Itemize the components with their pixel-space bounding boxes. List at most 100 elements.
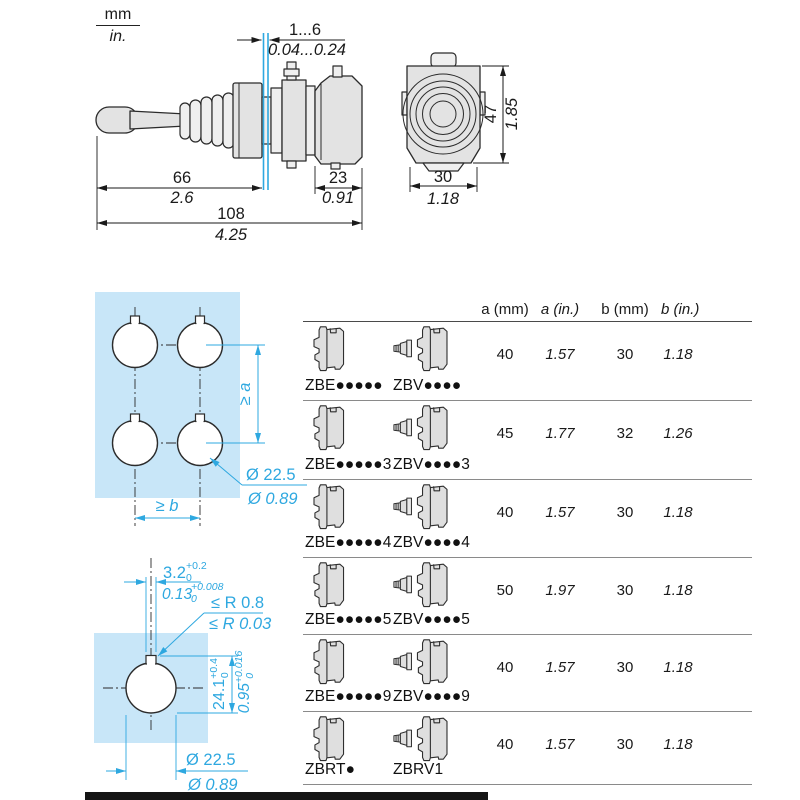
dim-lever-in: 2.6 (170, 189, 195, 207)
dim-pitch-b: ≥ b (156, 497, 179, 515)
zbrt-contact-block-icon (313, 716, 345, 762)
value-a-in: 1.97 (545, 582, 575, 599)
value-a-in: 1.57 (545, 659, 575, 676)
cutout-dimension-lines (135, 344, 307, 521)
dim-block-in: 0.91 (322, 189, 354, 207)
value-a-mm: 40 (496, 346, 514, 363)
part-cell: ZBE●●●●●5 ZBV●●●●5 (303, 558, 479, 634)
row-spacer (695, 322, 752, 400)
part-cell: ZBE●●●●●4 ZBV●●●●4 (303, 480, 479, 557)
dim-block-mm: 23 (329, 169, 347, 187)
row-spacer (695, 712, 752, 784)
value-a-mm: 45 (496, 425, 514, 442)
part-ref-zbe: ZBE●●●●● (305, 377, 383, 394)
row-spacer (695, 635, 752, 711)
value-b-in: 1.26 (663, 425, 693, 442)
zbv-contact-block-icon (393, 484, 448, 530)
dim-hole-dia-mm: Ø 22.5 (246, 466, 296, 484)
table-row: ZBE●●●●●4 ZBV●●●●4 40 1.57 30 1.18 (303, 480, 752, 558)
part-ref-zbv: ZBV●●●●5 (393, 611, 471, 628)
value-a-in: 1.57 (545, 504, 575, 521)
value-a-mm: 40 (496, 736, 514, 753)
dim-hole-dia-in: Ø 0.89 (247, 490, 298, 508)
dim-pitch-a: ≥ a (236, 383, 254, 406)
dim-notch-w-in: 0.13 (162, 586, 193, 603)
units-mm-label: mm (96, 5, 140, 26)
part-cell: ZBE●●●●●9 ZBV●●●●9 (303, 635, 479, 711)
multi-hole-cutout-drawing: ≥ a ≥ b Ø 22.5 Ø 0.89 (95, 292, 307, 526)
row-spacer (695, 401, 752, 479)
dim-notch-w-in-tol-up: +0.008 (191, 581, 224, 593)
value-a-in: 1.57 (545, 346, 575, 363)
part-ref-zbe: ZBE●●●●●5 (305, 611, 392, 628)
zbv-contact-block-icon (393, 639, 448, 685)
value-a-in: 1.57 (545, 736, 575, 753)
value-b-mm: 30 (616, 504, 634, 521)
side-view-dimension-lines (96, 37, 363, 230)
header-a-mm: a (mm) (481, 301, 529, 318)
table-row: ZBE●●●●●5 ZBV●●●●5 50 1.97 30 1.18 (303, 558, 752, 635)
part-cell: ZBE●●●●● ZBV●●●● (303, 322, 479, 400)
dim-notch-w-mm: 3.2 (163, 564, 186, 582)
dim-width-mm: 30 (434, 168, 452, 186)
table-header-row: a (mm) a (in.) b (mm) b (in.) (303, 290, 752, 322)
dim-height-in: 1.85 (503, 97, 521, 130)
value-b-in: 1.18 (663, 582, 693, 599)
front-view-dimension-lines (409, 65, 509, 192)
part-cell: ZBE●●●●●3 ZBV●●●●3 (303, 401, 479, 479)
footer-bar (85, 792, 488, 800)
reference-table: a (mm) a (in.) b (mm) b (in.) ZBE●●●●● Z… (303, 290, 752, 785)
front-view-body (401, 52, 486, 172)
side-view-drawing: 1...6 0.04...0.24 66 2.6 23 0.91 108 4.2… (95, 21, 363, 244)
zbv-contact-block-icon (393, 562, 448, 608)
single-hole-cutout-drawing: 3.2 +0.2 0 0.13 +0.008 0 ≤ R 0.8 ≤ R 0.0… (94, 558, 272, 794)
dim-panel-gap-mm: 1...6 (289, 21, 321, 39)
dim-notch-w-mm-tol-dn: 0 (186, 572, 192, 584)
part-ref-zbrt: ZBRT● (305, 761, 356, 778)
value-b-mm: 30 (616, 346, 634, 363)
value-a-mm: 40 (496, 504, 514, 521)
header-b-in: b (in.) (661, 301, 700, 318)
table-row: ZBE●●●●●3 ZBV●●●●3 45 1.77 32 1.26 (303, 401, 752, 480)
zbe-contact-block-icon (313, 405, 345, 451)
header-b-mm: b (mm) (601, 301, 649, 318)
value-b-in: 1.18 (663, 346, 693, 363)
dim-total-mm: 108 (217, 205, 245, 223)
header-a-in: a (in.) (540, 301, 580, 318)
dim-hole-dia-in: Ø 0.89 (187, 776, 238, 794)
dim-notch-h-mm: 24.1+0.40 (208, 658, 231, 710)
value-b-mm: 30 (616, 736, 634, 753)
units-legend: mm in. (96, 5, 140, 46)
cutout-dimension-lines (106, 577, 263, 780)
dim-lever-mm: 66 (173, 169, 191, 187)
value-b-mm: 30 (616, 582, 634, 599)
cutout-hole (125, 654, 177, 714)
zbe-contact-block-icon (313, 326, 345, 372)
dim-total-in: 4.25 (215, 226, 248, 244)
zbrv-contact-block-icon (393, 716, 448, 762)
part-ref-zbe: ZBE●●●●●3 (305, 456, 392, 473)
zbe-contact-block-icon (313, 639, 345, 685)
units-in-label: in. (109, 28, 127, 45)
dim-radius-in: ≤ R 0.03 (209, 615, 272, 633)
front-view-drawing: 47 1.85 30 1.18 (401, 52, 521, 208)
table-row: ZBE●●●●● ZBV●●●● 40 1.57 30 1.18 (303, 322, 752, 401)
zbe-contact-block-icon (313, 484, 345, 530)
row-spacer (695, 558, 752, 634)
joystick-side-body (95, 82, 272, 159)
value-a-mm: 50 (496, 582, 514, 599)
part-ref-zbrv: ZBRV1 (393, 761, 444, 778)
table-row: ZBE●●●●●9 ZBV●●●●9 40 1.57 30 1.18 (303, 635, 752, 712)
dim-notch-h-in: 0.95+0.0160 (233, 651, 256, 714)
joystick-mounting-and-block (270, 61, 363, 170)
panel-section-lines (262, 33, 269, 190)
value-b-mm: 32 (616, 425, 634, 442)
value-a-in: 1.77 (545, 425, 575, 442)
value-b-in: 1.18 (663, 659, 693, 676)
value-b-mm: 30 (616, 659, 634, 676)
value-b-in: 1.18 (663, 736, 693, 753)
part-ref-zbv: ZBV●●●●4 (393, 534, 471, 551)
dim-radius-mm: ≤ R 0.8 (211, 594, 264, 612)
value-b-in: 1.18 (663, 504, 693, 521)
